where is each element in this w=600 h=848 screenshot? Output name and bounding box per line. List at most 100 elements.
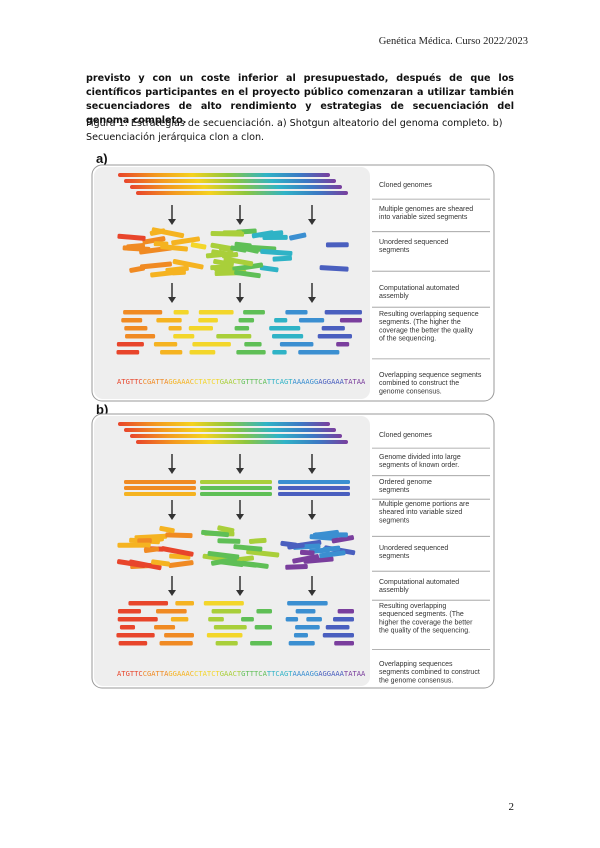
overlapping-segment — [285, 310, 307, 315]
panel-a-step-label-6: Overlapping sequence segments — [379, 372, 482, 379]
consensus-sequence-a: ATGTTCCGATTAGGAAACCTATCTGAACTGTTTCATTCAG… — [117, 377, 366, 386]
overlapping-segment — [326, 625, 350, 630]
overlapping-segment — [117, 342, 144, 347]
panel-b-step-label-8: the genome consensus. — [379, 677, 453, 684]
overlapping-segment — [334, 641, 354, 646]
overlapping-segment — [296, 609, 316, 614]
ordered-genome-segment — [200, 486, 272, 490]
ordered-genome-segment — [278, 480, 350, 484]
panel-a-step-label-5: segments. (The higher the — [379, 319, 461, 326]
overlapping-segment — [212, 609, 241, 614]
overlapping-segment — [171, 617, 188, 622]
overlapping-segment — [154, 625, 175, 630]
overlapping-segment — [239, 318, 255, 323]
sequence-fragment — [211, 231, 245, 237]
cloned-genome-bar — [136, 440, 348, 444]
panel-a-step-label-1: Cloned genomes — [379, 182, 432, 189]
page-number: 2 — [509, 801, 515, 813]
overlapping-segment — [280, 342, 314, 347]
overlapping-segment — [214, 625, 247, 630]
sequence-fragment — [300, 550, 315, 556]
overlapping-segment — [160, 641, 193, 646]
panel-b-step-label-2: segments of known order. — [379, 462, 459, 469]
overlapping-segment — [119, 641, 148, 646]
panel-a-step-label-3: segments — [379, 247, 410, 254]
overlapping-segment — [207, 633, 243, 638]
overlapping-segment — [128, 601, 168, 606]
overlapping-segment — [322, 326, 345, 331]
sequence-fragment — [326, 242, 349, 247]
cloned-genome-bar — [118, 422, 330, 426]
overlapping-segment — [174, 310, 189, 315]
panel-b-step-label-6: assembly — [379, 587, 409, 594]
ordered-genome-segment — [124, 492, 196, 496]
ordered-genome-segment — [124, 486, 196, 490]
ordered-genome-segment — [278, 486, 350, 490]
overlapping-segment — [294, 633, 308, 638]
panel-a-step-label-3: Unordered sequenced — [379, 239, 448, 246]
overlapping-segment — [287, 601, 328, 606]
overlapping-segment — [154, 342, 177, 347]
overlapping-segment — [198, 318, 218, 323]
panel-a-step-label-5: Resulting overlapping sequence — [379, 311, 479, 318]
overlapping-segment — [299, 318, 324, 323]
overlapping-segment — [156, 318, 181, 323]
panel-b-step-label-1: Cloned genomes — [379, 432, 432, 439]
overlapping-segment — [160, 350, 182, 355]
panel-a-step-label-6: combined to construct the — [379, 380, 459, 387]
overlapping-segment — [340, 318, 362, 323]
overlapping-segment — [192, 342, 231, 347]
overlapping-segment — [125, 334, 155, 339]
sequence-fragment — [217, 538, 240, 544]
ordered-genome-segment — [200, 480, 272, 484]
panel-b-step-label-3: segments — [379, 487, 410, 494]
cloned-genome-bar — [124, 179, 336, 183]
overlapping-segment — [244, 342, 261, 347]
overlapping-segment — [272, 334, 303, 339]
overlapping-segment — [323, 633, 354, 638]
panel-a-step-label-5: coverage the better the quality — [379, 327, 474, 334]
sequence-fragment — [165, 532, 192, 538]
panel-a-step-label-2: into variable sized segments — [379, 214, 468, 221]
panel-b-step-label-6: Computational automated — [379, 579, 459, 586]
panel-a-step-label-6: genome consensus. — [379, 388, 442, 395]
overlapping-segment — [333, 617, 354, 622]
overlapping-segment — [118, 609, 141, 614]
cloned-genome-bar — [118, 173, 330, 177]
panel-b-step-label-8: Overlapping sequences — [379, 661, 453, 668]
panel-a-step-label-5: of the sequencing. — [379, 336, 436, 343]
sequence-fragment — [137, 538, 152, 543]
overlapping-segment — [120, 625, 135, 630]
sequence-fragment — [117, 543, 150, 548]
overlapping-segment — [338, 609, 354, 614]
panel-b-step-label-7: sequenced segments. (The — [379, 611, 464, 618]
overlapping-segment — [325, 310, 362, 315]
cloned-genome-bar — [136, 191, 348, 195]
overlapping-segment — [235, 326, 250, 331]
panel-b-step-label-5: segments — [379, 553, 410, 560]
ordered-genome-segment — [200, 492, 272, 496]
overlapping-segment — [243, 310, 265, 315]
overlapping-segment — [173, 334, 194, 339]
sequence-fragment — [172, 270, 186, 276]
overlapping-segment — [118, 617, 158, 622]
panel-b-step-label-7: the quality of the sequencing. — [379, 628, 470, 635]
panel-b-step-label-4: sheared into variable sized — [379, 509, 462, 516]
ordered-genome-segment — [278, 492, 350, 496]
sequence-fragment — [314, 532, 348, 537]
overlapping-segment — [255, 625, 272, 630]
overlapping-segment — [169, 326, 182, 331]
overlapping-segment — [256, 609, 272, 614]
panel-a-step-label-4: Computational automated — [379, 285, 459, 292]
overlapping-segment — [116, 633, 154, 638]
overlapping-segment — [318, 334, 352, 339]
panel-b-step-label-4: segments — [379, 517, 410, 524]
overlapping-segment — [216, 334, 251, 339]
overlapping-segment — [306, 617, 322, 622]
sequence-base: A — [361, 377, 366, 386]
overlapping-segment — [241, 617, 254, 622]
cloned-genome-bar — [130, 434, 342, 438]
overlapping-segment — [189, 350, 215, 355]
overlapping-segment — [250, 641, 272, 646]
